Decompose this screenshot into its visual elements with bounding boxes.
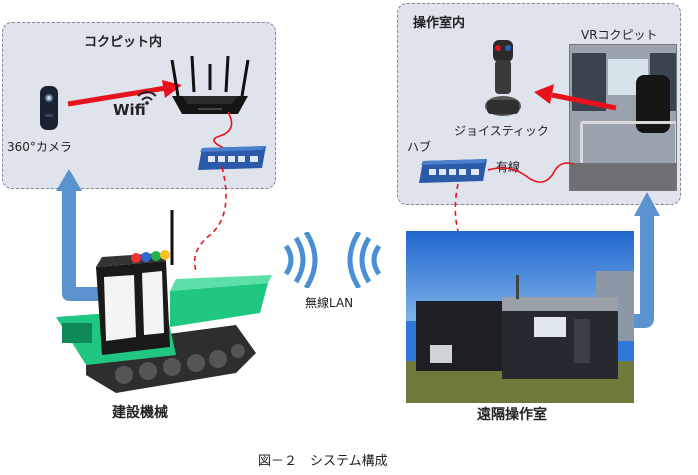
operation-hub-icon — [419, 159, 487, 183]
remote-room-photo — [406, 231, 634, 403]
aircon-unit — [430, 345, 452, 363]
wireless-wave-left-icon — [283, 232, 318, 288]
camera-label: 360°カメラ — [7, 140, 72, 154]
router-icon — [170, 56, 250, 114]
cockpit-dashed-link — [193, 166, 227, 272]
joystick-icon — [485, 40, 521, 116]
vr-floor — [570, 163, 676, 190]
prefab-door — [574, 319, 590, 363]
figure-caption: 図－２ システム構成 — [258, 454, 388, 469]
router-hub-cable — [213, 111, 233, 149]
room-to-vr-arrow — [606, 192, 660, 328]
wireless-label: 無線LAN — [305, 296, 354, 310]
cockpit-hub-icon — [198, 146, 266, 170]
construction-machine-label: 建設機械 — [112, 405, 168, 421]
joystick-label: ジョイスティック — [454, 124, 549, 138]
prefab-roof — [502, 297, 618, 311]
wifi-icon — [137, 91, 157, 105]
roof-antenna — [516, 275, 519, 299]
remote-room-label: 遠隔操作室 — [477, 407, 547, 423]
vr-cockpit-label: VRコクピット — [581, 28, 658, 42]
wired-cable — [487, 162, 575, 183]
machine-to-cockpit-arrow — [56, 169, 110, 301]
camera-360-icon — [40, 86, 58, 130]
vr-cockpit-photo — [569, 44, 677, 191]
wifi-label: Wifi — [113, 101, 146, 119]
hub-label: ハブ — [407, 140, 432, 154]
construction-machine-illustration — [56, 210, 272, 393]
cockpit-panel-title: コクピット内 — [84, 35, 163, 50]
joystick-arrow — [534, 84, 617, 111]
prefab-window — [534, 317, 566, 337]
operation-panel-title: 操作室内 — [413, 16, 466, 31]
wireless-wave-right-icon — [347, 232, 382, 288]
